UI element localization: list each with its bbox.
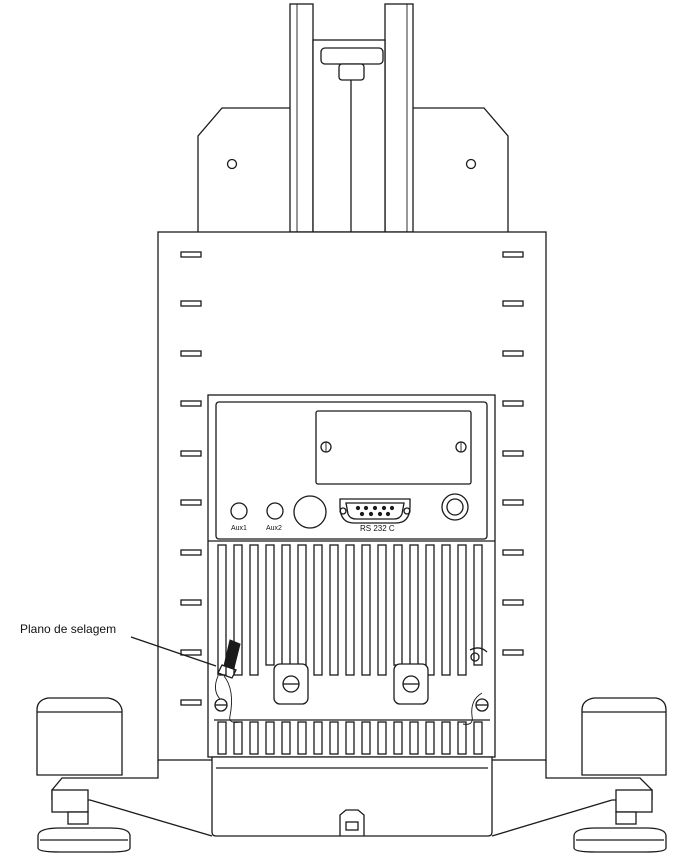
seal-icon	[223, 639, 241, 669]
connectors: Aux1 Aux2 RS 232 C	[230, 493, 469, 533]
leader-line	[130, 636, 217, 667]
back-plate	[197, 107, 509, 232]
mount-hole-right	[465, 158, 477, 170]
power-connector	[293, 495, 327, 529]
cooling-fins	[208, 540, 495, 755]
mount-hole-left	[226, 158, 238, 170]
aux2-label: Aux2	[266, 525, 282, 532]
aux1-label: Aux1	[231, 525, 247, 532]
slots-left	[180, 251, 202, 706]
rs232-label: RS 232 C	[360, 524, 395, 533]
sealing-plane-label: Plano de selagem	[20, 622, 116, 636]
round-connector	[441, 493, 469, 521]
rs232-connector	[339, 498, 411, 524]
seal-left	[214, 639, 241, 723]
bottom-cover	[211, 756, 493, 837]
aux1-connector	[230, 502, 248, 520]
right-foot	[573, 697, 667, 853]
slots-right	[502, 251, 524, 656]
right-screw	[462, 647, 489, 725]
cover-plate	[315, 410, 472, 485]
screw-bosses	[273, 663, 429, 705]
left-foot	[36, 697, 131, 853]
electronics-module	[207, 394, 496, 758]
aux2-connector	[266, 502, 284, 520]
